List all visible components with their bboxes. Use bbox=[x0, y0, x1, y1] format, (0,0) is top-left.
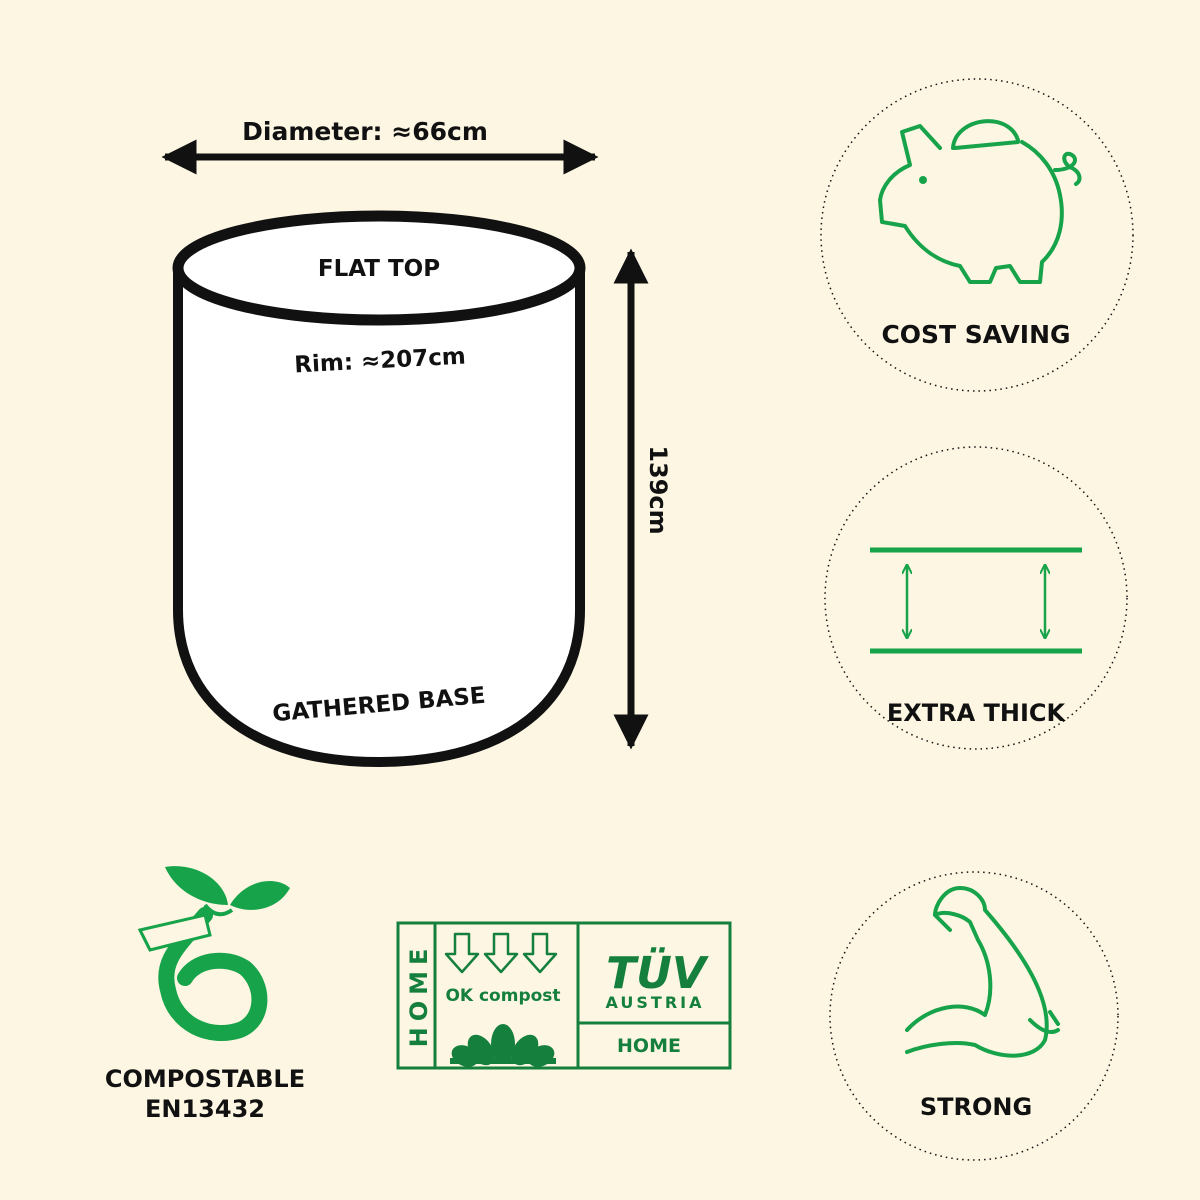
tuv-brand: TÜV bbox=[606, 946, 709, 999]
feature-label: COST SAVING bbox=[881, 320, 1070, 349]
flower-icon bbox=[450, 1024, 556, 1067]
flat-top-label: FLAT TOP bbox=[318, 256, 440, 282]
compostable-badge: COMPOSTABLE EN13432 bbox=[105, 866, 305, 1123]
feature-cost-saving: COST SAVING bbox=[820, 78, 1134, 392]
down-arrows-icon bbox=[444, 932, 558, 974]
bag-rim bbox=[172, 210, 586, 326]
austria-label: AUSTRIA bbox=[606, 993, 705, 1012]
feature-strong: STRONG bbox=[829, 871, 1119, 1161]
feature-extra-thick: EXTRA THICK bbox=[824, 446, 1128, 750]
flexed-arm-icon bbox=[905, 886, 1060, 1058]
height-label: 139cm bbox=[644, 445, 672, 534]
feature-label: STRONG bbox=[920, 1093, 1032, 1121]
bag-diagram: Diameter: ≈66cm FLAT TOP Rim: ≈207cm GAT… bbox=[161, 117, 672, 767]
piggy-bank-icon bbox=[878, 119, 1082, 284]
diameter-label: Diameter: ≈66cm bbox=[242, 117, 488, 146]
bag-body bbox=[173, 268, 585, 767]
thickness-icon bbox=[870, 547, 1082, 654]
ok-compost-logo: HOME OK compost TÜV AUSTRIA HOME bbox=[396, 921, 732, 1070]
home-cert-label: HOME bbox=[617, 1035, 681, 1057]
compostable-label: COMPOSTABLE bbox=[105, 1065, 305, 1093]
standard-label: EN13432 bbox=[145, 1095, 265, 1123]
feature-label: EXTRA THICK bbox=[887, 699, 1067, 727]
ok-compost-label: OK compost bbox=[445, 986, 560, 1006]
seedling-logo bbox=[137, 866, 290, 1042]
home-vertical-label: HOME bbox=[405, 943, 433, 1048]
